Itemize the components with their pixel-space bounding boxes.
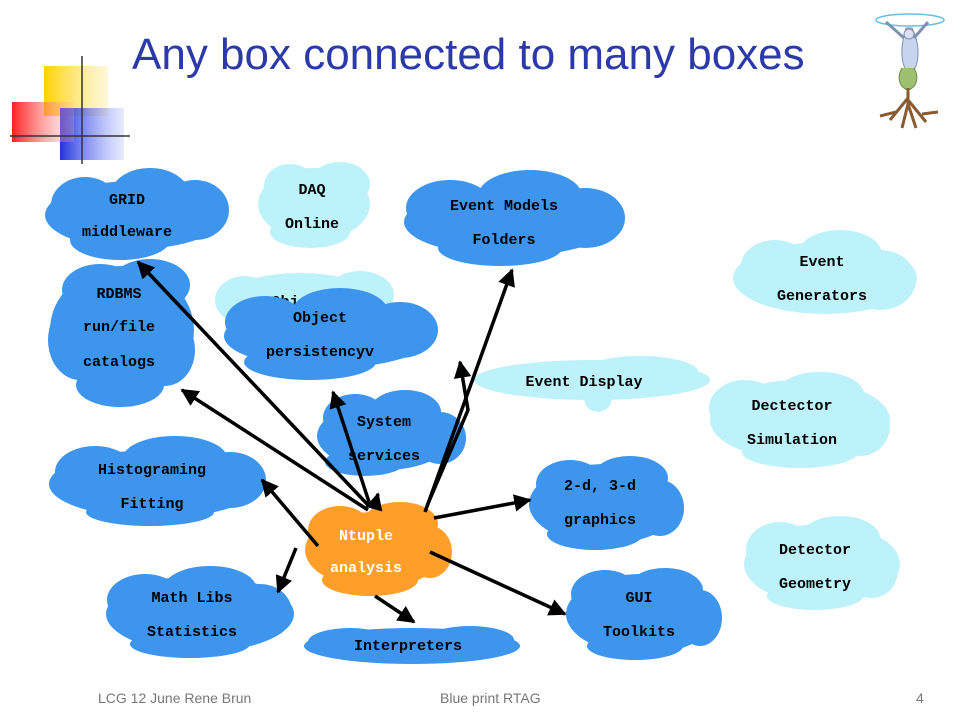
corner-squares-logo [10,56,130,166]
event-generators-line-2: Generators [777,288,867,305]
cloud-event-generators: Event Generators [733,230,917,314]
event-display-label: Event Display [525,374,642,391]
detector-simulation-line-2: Simulation [747,432,837,449]
arrows [136,260,567,624]
arrow-to-object-persistency [329,390,372,506]
cloud-object-persistency: Object persistencyv [224,288,438,380]
object-persistency-line-2: persistencyv [266,344,374,361]
arrow-to-rdbms [180,388,369,512]
arrow-to-graphics [433,494,532,520]
arrow-to-gui [429,550,567,616]
arrow-to-histograming [260,478,320,548]
cloud-system-services: System services [317,390,466,476]
math-libs-line-1: Math Libs [151,590,232,607]
slide-title: Any box connected to many boxes [132,30,805,79]
cloud-detector-geometry: Detector Geometry [744,516,900,610]
cloud-gui-toolkits: GUI Toolkits [566,568,722,660]
grid-line-2: middleware [82,224,172,241]
daq-line-1: DAQ [298,182,325,199]
object-persistency-line-1: Object [293,310,347,327]
cloud-event-models-folders: Event Models Folders [404,170,625,266]
event-generators-line-1: Event [799,254,844,271]
arrow-to-math-libs [275,547,298,594]
graphics-line-1: 2-d, 3-d [564,478,636,495]
arrow-to-grid [136,260,370,507]
cloud-grid-middleware: GRID middleware [45,168,229,260]
system-services-line-2: services [348,448,420,465]
event-models-line-2: Folders [472,232,535,249]
interpreters-label: Interpreters [354,638,462,655]
graphics-line-2: graphics [564,512,636,529]
histograming-line-1: Histograming [98,462,206,479]
daq-line-2: Online [285,216,339,233]
tree-figure-logo [866,8,952,130]
footer-center: Blue print RTAG [440,690,541,706]
cloud-rdbms-catalogs: RDBMS run/file catalogs [48,259,195,407]
footer-left: LCG 12 June Rene Brun [98,690,252,706]
cloud-ntuple-analysis: Ntuple analysis [305,502,452,596]
detector-simulation-line-1: Dectector [751,398,832,415]
gui-line-2: Toolkits [603,624,675,641]
math-libs-line-2: Statistics [147,624,237,641]
ntuple-line-2: analysis [330,560,402,577]
cloud-event-display: Event Display [474,356,710,412]
arrow-to-interpreters [374,594,416,624]
cloud-histograming-fitting: Histograming Fitting [49,436,266,526]
arrow-to-system-services [365,492,383,512]
cloud-interpreters: Interpreters [304,626,520,664]
gui-line-1: GUI [625,590,652,607]
cloud-daq-online: DAQ Online [258,162,370,248]
rdbms-line-3: catalogs [83,354,155,371]
grid-line-1: GRID [109,192,145,209]
arrow-to-event-models [423,268,515,513]
cloud-detector-simulation: Dectector Simulation [709,372,890,468]
arrow-to-event-display [425,360,472,507]
rdbms-line-2: run/file [83,319,155,336]
cloud-2d-3d-graphics: 2-d, 3-d graphics [529,456,684,550]
detector-geometry-line-2: Geometry [779,576,851,593]
system-services-line-1: System [357,414,411,431]
detector-geometry-line-1: Detector [779,542,851,559]
cloud-math-libs-statistics: Math Libs Statistics [106,566,294,658]
event-models-line-1: Event Models [450,198,558,215]
page-number: 4 [916,690,924,706]
ntuple-line-1: Ntuple [339,528,393,545]
rdbms-line-1: RDBMS [96,286,141,303]
histograming-line-2: Fitting [120,496,183,513]
